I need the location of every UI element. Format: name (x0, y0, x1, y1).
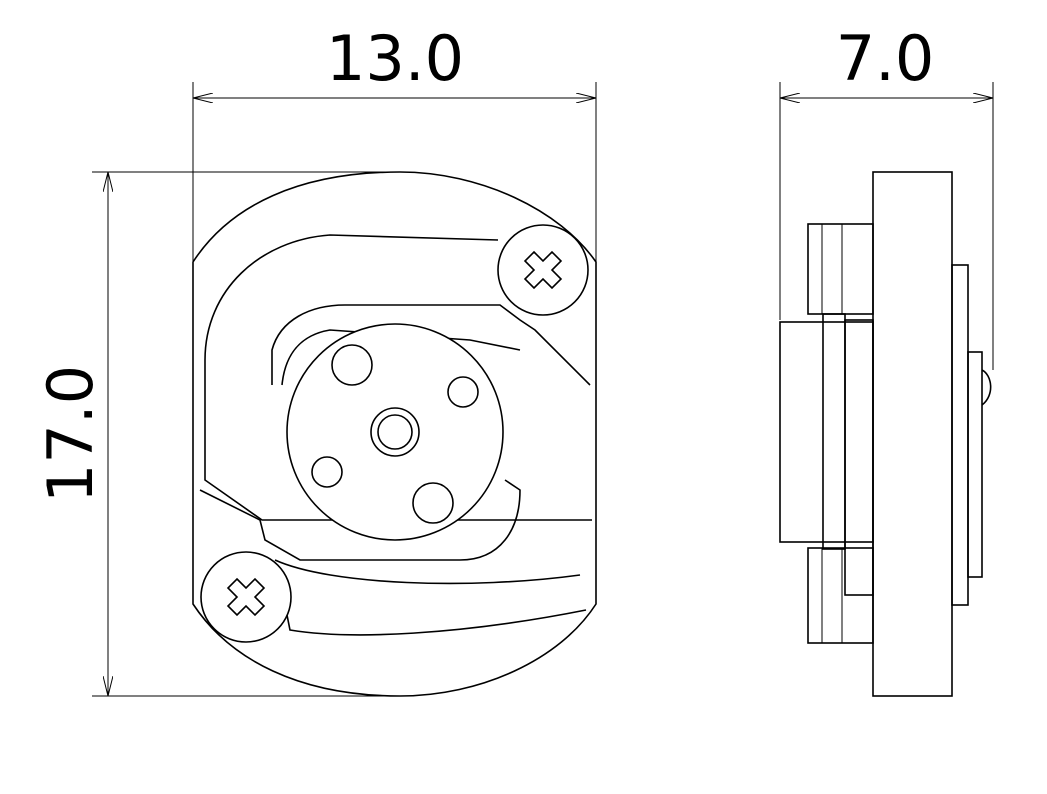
front-view (192, 171, 597, 697)
mounting-hole-icon (447, 376, 479, 408)
center-shaft-inner (377, 414, 413, 450)
dimension-label-width-front: 13.0 (326, 22, 464, 95)
wiper-arc-inner (281, 329, 521, 386)
wiper-lower-band (279, 579, 587, 636)
dimension-height-front: 17.0 (34, 171, 400, 697)
wiper-arc-upper (271, 304, 591, 386)
mounting-hole-icon (331, 344, 373, 386)
side-screw-upper (807, 223, 874, 315)
wiper-track-inner (199, 479, 521, 561)
side-rotor-layer (844, 319, 874, 596)
side-rear-boss (967, 351, 983, 578)
side-view (779, 171, 992, 697)
mounting-hole-icon (412, 482, 454, 524)
wiper-lower-band-inner (274, 559, 581, 585)
dimension-width-side: 7.0 (779, 22, 994, 370)
side-shaft-tip (981, 369, 992, 406)
side-main-plate (872, 171, 953, 697)
screw-cross-icon (497, 224, 589, 316)
outer-body-outline (192, 171, 597, 697)
screw-cross-icon (200, 551, 292, 643)
rotor-disk (286, 323, 504, 541)
center-shaft-outer (370, 407, 420, 457)
wiper-track-outer (204, 234, 592, 521)
dimension-label-width-side: 7.0 (836, 22, 935, 95)
side-rear-plate (951, 264, 969, 606)
side-wiper-layer (822, 313, 846, 550)
mounting-hole-icon (311, 456, 343, 488)
dimension-width-front: 13.0 (192, 22, 597, 262)
dimension-label-height-front: 17.0 (34, 365, 107, 503)
side-front-body (779, 321, 874, 543)
